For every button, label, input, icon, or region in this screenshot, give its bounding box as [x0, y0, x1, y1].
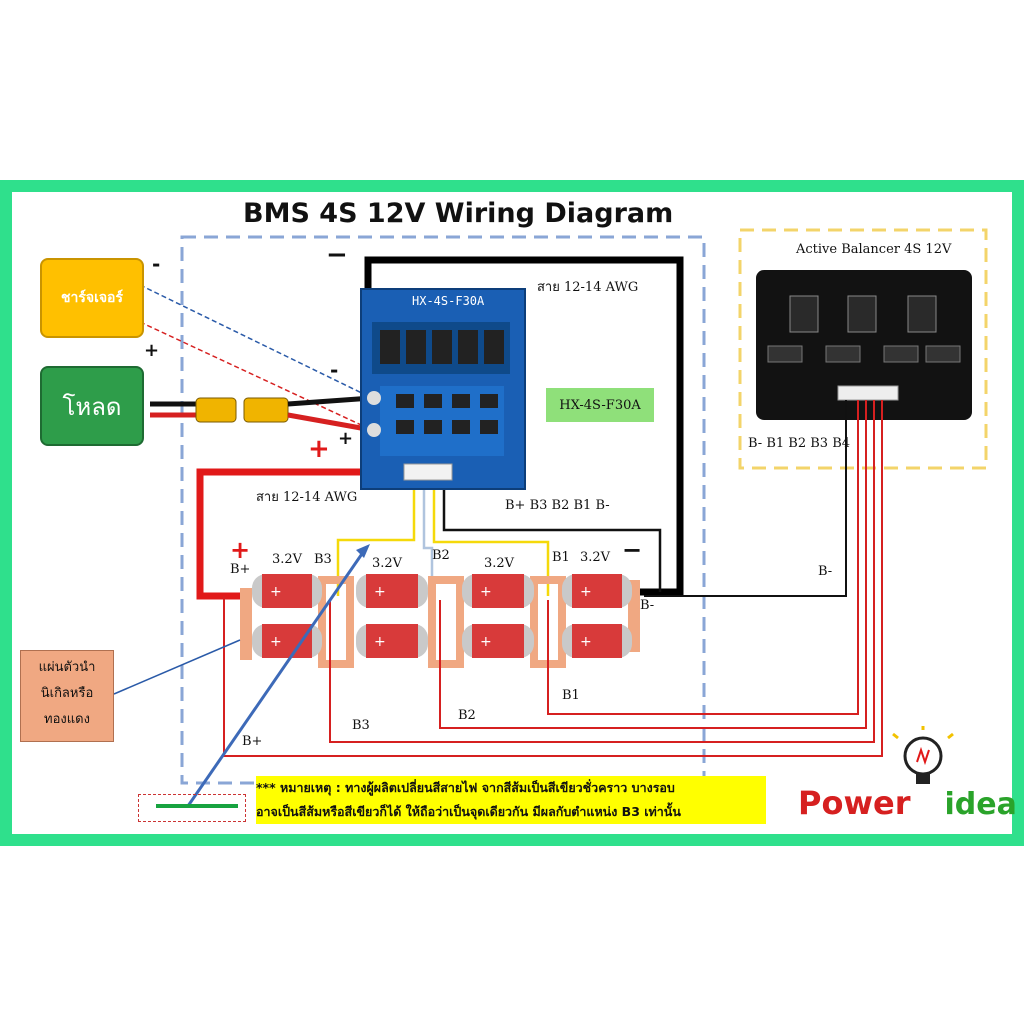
- wire-gauge-top: สาย 12-14 AWG: [537, 280, 639, 295]
- b-minus-main-wire: [364, 256, 684, 596]
- battery-cell: +: [252, 624, 322, 658]
- bms-load-red: [287, 412, 373, 433]
- nickel-strip-1: [240, 588, 252, 660]
- charger-plus-sign: +: [144, 340, 160, 361]
- svg-text:+: +: [580, 584, 592, 600]
- cell-voltage-3: 3.2V: [484, 556, 515, 571]
- bms-b2-lead: [422, 478, 434, 596]
- cell-voltage-1: 3.2V: [272, 552, 303, 567]
- cell-voltage-4: 3.2V: [580, 550, 611, 565]
- svg-text:+: +: [480, 584, 492, 600]
- balancer-region-box: [738, 228, 988, 470]
- battery-cell: +: [462, 624, 534, 658]
- balancer-title: Active Balancer 4S 12V: [796, 242, 952, 257]
- balancer-b3-wire: [329, 396, 875, 743]
- pack-plus-sign: +: [230, 536, 251, 564]
- charger-negative-line: [139, 284, 373, 399]
- green-wire-legend-box: [138, 794, 246, 822]
- wire-gauge-left: สาย 12-14 AWG: [256, 490, 358, 505]
- nickel-note-line: นิเกิลหรือ: [40, 686, 94, 701]
- bms-bminus-lead: [442, 478, 662, 592]
- nickel-note-line: แผ่นตัวนำ: [38, 660, 96, 675]
- node-b-plus-top: B+: [230, 562, 251, 577]
- charger-minus-sign: -: [152, 252, 161, 276]
- battery-cell: +: [252, 574, 322, 608]
- power-idea-logo: Power idea: [798, 784, 1017, 822]
- svg-text:+: +: [374, 634, 386, 650]
- remark-line: อาจเป็นสีส้มหรือสีเขียวก็ได้ ให้ถือว่าเป…: [256, 804, 681, 819]
- bms-load-black: [287, 395, 373, 407]
- load-plus-sign: +: [338, 428, 354, 449]
- bms-b3-lead: [336, 478, 416, 596]
- balancer-b2-wire: [439, 396, 867, 729]
- battery-cell: +: [562, 624, 632, 658]
- svg-text:+: +: [270, 584, 282, 600]
- battery-cells: + + + + + + + +: [252, 574, 632, 658]
- nickel-strip-note: แผ่นตัวนำ นิเกิลหรือ ทองแดง: [20, 650, 114, 742]
- svg-text:+: +: [480, 634, 492, 650]
- battery-cell: +: [562, 574, 632, 608]
- diagram-title: BMS 4S 12V Wiring Diagram: [243, 198, 674, 229]
- battery-cell: +: [356, 574, 428, 608]
- charger-box: ชาร์จเจอร์: [40, 258, 144, 338]
- node-b-plus-bottom: B+: [242, 734, 263, 749]
- xt60-connector-right: [243, 397, 289, 423]
- nickel-strip-2: [318, 576, 354, 668]
- nickel-strip-3: [428, 576, 464, 668]
- balancer-pins-label: B- B1 B2 B3 B4: [748, 436, 851, 451]
- bms-minus-sign: −: [326, 240, 348, 270]
- remark-note: *** หมายเหตุ : ทางผู้ผลิตเปลี่ยนสีสายไฟ …: [256, 776, 766, 824]
- cell-voltage-2: 3.2V: [372, 556, 403, 571]
- balancer-bminus-wire: [644, 396, 847, 597]
- xt60-connector-left: [195, 397, 237, 423]
- remark-line: *** หมายเหตุ : ทางผู้ผลิตเปลี่ยนสีสายไฟ …: [256, 780, 675, 795]
- node-b1-top: B1: [552, 550, 570, 565]
- bms-model-label: HX-4S-F30A: [546, 388, 654, 422]
- green-wire-arrow: [186, 547, 368, 807]
- charger-positive-line: [139, 321, 373, 431]
- node-b2-top: B2: [432, 548, 450, 563]
- node-b-minus-right: B-: [640, 598, 655, 613]
- nickel-note-line: ทองแดง: [44, 712, 90, 727]
- svg-text:+: +: [270, 634, 282, 650]
- battery-cell: +: [356, 624, 428, 658]
- pack-minus-sign: −: [622, 536, 643, 564]
- nickel-callout-line: [113, 639, 241, 695]
- load-minus-sign: -: [330, 358, 339, 382]
- logo-word-power: Power: [798, 784, 911, 822]
- node-b3-bottom: B3: [352, 718, 370, 733]
- node-b-minus-wire: B-: [818, 564, 833, 579]
- node-b2-bottom: B2: [458, 708, 476, 723]
- lightbulb-icon: [892, 726, 954, 784]
- balancer-b1-wire: [547, 396, 859, 715]
- battery-cell: +: [462, 574, 534, 608]
- bms-b1-lead: [432, 478, 550, 596]
- green-wire-legend-line: [156, 804, 238, 808]
- svg-text:+: +: [374, 584, 386, 600]
- bms-board-text: HX-4S-F30A: [412, 294, 485, 308]
- node-b1-bottom: B1: [562, 688, 580, 703]
- balancer-b4-wire: [223, 396, 883, 757]
- green-wire-arrowhead: [356, 544, 370, 558]
- node-b3-top: B3: [314, 552, 332, 567]
- load-box: โหลด: [40, 366, 144, 446]
- bms-plus-sign: +: [308, 434, 330, 464]
- bms-pins-label: B+ B3 B2 B1 B-: [505, 498, 610, 513]
- logo-word-idea: idea: [944, 787, 1017, 822]
- svg-text:+: +: [580, 634, 592, 650]
